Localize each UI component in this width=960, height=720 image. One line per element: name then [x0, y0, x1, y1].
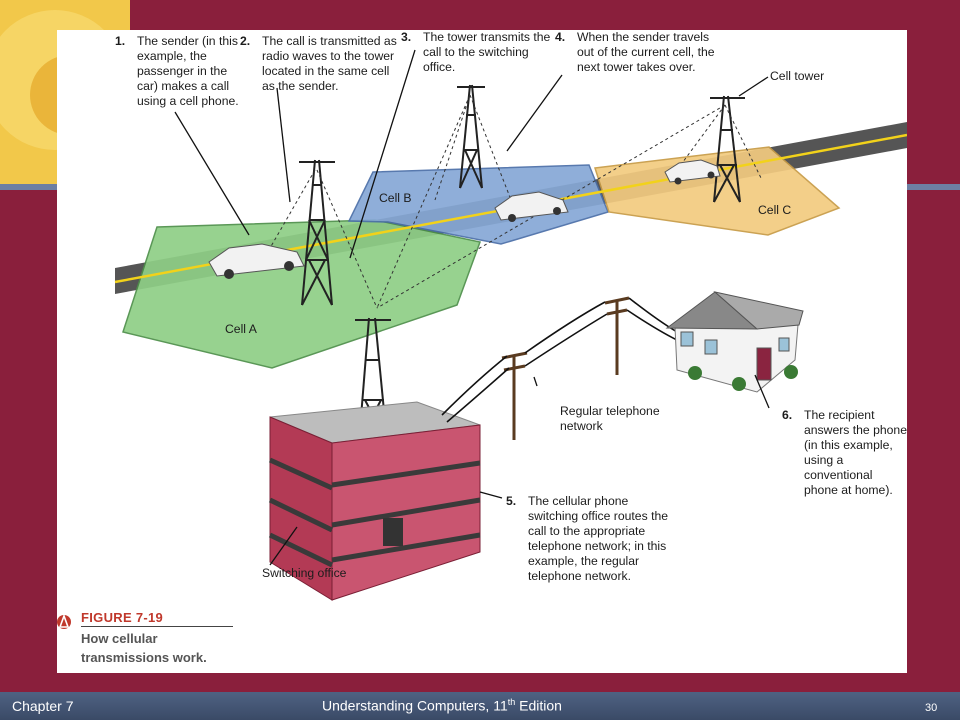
step-4-text: When the sender travels out of the curre…: [577, 30, 715, 74]
step-6-number: 6.: [782, 408, 793, 422]
footer-bar: Chapter 7 Understanding Computers, 11th …: [0, 692, 960, 720]
step-1-text: The sender (in this example, the passeng…: [137, 34, 239, 108]
cell-b-label: Cell B: [379, 191, 412, 205]
step-3-text: The tower transmits the call to the swit…: [423, 30, 551, 74]
step-1: 1. The sender (in this example, the pass…: [115, 34, 240, 109]
step-6: 6. The recipient answers the phone (in t…: [782, 408, 907, 498]
step-3-number: 3.: [401, 30, 412, 44]
cell-tower-label: Cell tower: [770, 69, 825, 83]
step-3: 3. The tower transmits the call to the s…: [401, 30, 561, 75]
step-5: 5. The cellular phone switching office r…: [506, 494, 681, 584]
tower-c: [710, 95, 745, 203]
radio-waves: [261, 94, 763, 309]
step-2-number: 2.: [240, 34, 251, 48]
footer-book-title-sup: th: [507, 697, 516, 707]
regular-network-label: Regular telephone network: [560, 404, 660, 433]
figure-caption: How cellular transmissions work.: [81, 631, 207, 665]
cellular-diagram: [57, 49, 907, 629]
car-cell-b: [494, 191, 569, 222]
step-4-number: 4.: [555, 30, 566, 44]
cell-c-area: [594, 146, 841, 236]
step-2: 2. The call is transmitted as radio wave…: [240, 34, 400, 94]
cell-a-area: [122, 219, 482, 369]
cell-a-label: Cell A: [225, 322, 257, 336]
step-5-text: The cellular phone switching office rout…: [528, 494, 669, 583]
step-6-text: The recipient answers the phone (in this…: [804, 408, 907, 497]
car-cell-c: [664, 159, 721, 185]
figure-panel: 1. The sender (in this example, the pass…: [57, 30, 907, 673]
footer-book-title-main: Understanding Computers, 11: [322, 697, 508, 714]
switching-office-building: [268, 401, 481, 601]
leader-lines: [174, 49, 770, 566]
step-1-number: 1.: [115, 34, 126, 48]
footer-book-title: Understanding Computers, 11th Edition: [322, 697, 562, 714]
car-cell-a: [208, 243, 305, 279]
figure-title: FIGURE 7-19: [81, 610, 164, 625]
footer-chapter: Chapter 7: [12, 698, 74, 714]
tower-b: [457, 84, 485, 189]
step-2-text: The call is transmitted as radio waves t…: [262, 34, 397, 93]
figure-title-rule: [81, 626, 233, 627]
step-5-number: 5.: [506, 494, 517, 508]
step-4: 4. When the sender travels out of the cu…: [555, 30, 715, 75]
cell-c-label: Cell C: [758, 203, 792, 217]
telephone-wires: [441, 297, 678, 423]
tower-a: [299, 159, 335, 306]
recipient-house: [665, 291, 804, 393]
footer-book-title-end: Edition: [515, 697, 562, 714]
switching-office-label: Switching office: [262, 566, 347, 580]
footer-page-number: 30: [925, 702, 938, 714]
figure-logo-icon: [57, 613, 71, 629]
